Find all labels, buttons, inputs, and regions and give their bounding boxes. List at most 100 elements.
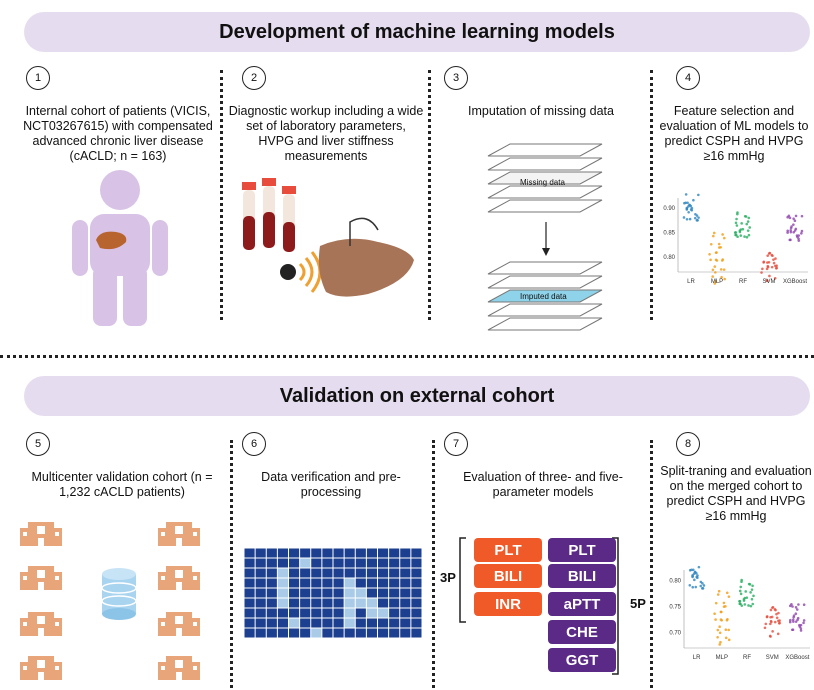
y-tick-label: 0.70 (669, 630, 681, 636)
data-point (712, 234, 715, 238)
data-point (714, 618, 717, 621)
data-point (726, 617, 729, 621)
heatmap-cell (322, 628, 333, 638)
heatmap-cell (355, 558, 366, 568)
hospitals-database-icon (20, 522, 200, 680)
data-point (743, 596, 747, 600)
five-parameter-label: 5P (630, 596, 646, 611)
data-point (724, 628, 728, 631)
heatmap-cell (389, 598, 400, 608)
heatmap-cell (400, 558, 411, 568)
data-point (708, 252, 711, 256)
data-point (721, 258, 725, 261)
data-point (739, 228, 743, 231)
data-point (727, 638, 731, 642)
data-point (796, 616, 800, 620)
data-point (765, 615, 769, 618)
five-param-bili: BILI (548, 564, 616, 588)
data-point (788, 620, 792, 624)
data-point (770, 265, 774, 269)
heatmap-cell (366, 568, 377, 578)
heatmap-cell (333, 558, 344, 568)
heatmap-cell (344, 578, 355, 588)
data-point (682, 216, 686, 219)
heatmap-cell (355, 548, 366, 558)
heatmap-cell (244, 608, 255, 618)
heatmap-cell (389, 578, 400, 588)
data-point (693, 578, 696, 582)
data-point (714, 601, 718, 605)
y-tick-label: 0.80 (669, 578, 681, 584)
heatmap-cell (322, 618, 333, 628)
data-point (776, 632, 780, 636)
heatmap-cell (378, 548, 389, 558)
heatmap-cell (244, 598, 255, 608)
heatmap-cell (389, 548, 400, 558)
step-7-text: Evaluation of three- and five-parameter … (463, 470, 623, 499)
heatmap-cell (366, 578, 377, 588)
data-point (712, 231, 716, 235)
step-8-number: 8 (676, 432, 700, 456)
heatmap-cell (378, 598, 389, 608)
heatmap-cell (411, 588, 422, 598)
data-point (802, 619, 806, 622)
heatmap-cell (366, 608, 377, 618)
heatmap-cell (300, 588, 311, 598)
heatmap-cell (366, 598, 377, 608)
heatmap-cell (333, 598, 344, 608)
data-point (696, 576, 699, 580)
divider-2-3 (428, 70, 431, 320)
heatmap-cell (277, 608, 288, 618)
heatmap-cell (411, 578, 422, 588)
data-point (718, 631, 722, 635)
data-point (795, 608, 799, 611)
data-point (747, 604, 750, 607)
heatmap-cell (411, 558, 422, 568)
data-point (711, 268, 715, 272)
data-point (789, 238, 792, 242)
data-point (725, 591, 729, 595)
data-point (739, 592, 743, 596)
heatmap-cell (300, 548, 311, 558)
heatmap-cell (300, 558, 311, 568)
data-point (797, 239, 801, 242)
heatmap-cell (344, 558, 355, 568)
data-point (724, 636, 728, 640)
data-point (741, 227, 745, 231)
heatmap-cell (400, 618, 411, 628)
heatmap-cell (322, 608, 333, 618)
data-point (747, 216, 751, 220)
data-point (767, 252, 771, 255)
data-point (690, 208, 694, 212)
step-6-text: Data verification and pre-processing (261, 470, 401, 499)
model-brackets (459, 537, 619, 675)
heatmap-cell (344, 588, 355, 598)
heatmap-cell (244, 628, 255, 638)
heatmap-cell (389, 618, 400, 628)
data-point (794, 612, 798, 616)
heatmap-cell (244, 578, 255, 588)
heatmap-cell (266, 548, 277, 558)
data-point (745, 235, 749, 239)
validation-title: Validation on external cohort (279, 384, 555, 407)
data-point (717, 242, 721, 246)
heatmap-cell (311, 548, 322, 558)
divider-5-6 (230, 440, 233, 688)
heatmap-cell (311, 618, 322, 628)
data-point (719, 618, 723, 621)
data-point (715, 251, 718, 254)
step-1-number: 1 (26, 66, 50, 90)
heatmap-cell (400, 568, 411, 578)
data-point (775, 266, 778, 270)
data-point (697, 193, 700, 197)
data-point (734, 221, 738, 225)
data-point (738, 589, 742, 593)
data-point (734, 233, 738, 237)
data-point (738, 599, 741, 603)
data-point (720, 275, 723, 279)
data-point (791, 628, 795, 632)
data-point (739, 602, 742, 606)
heatmap-cell (400, 548, 411, 558)
heatmap-cell (311, 598, 322, 608)
hospital-icon (158, 656, 200, 680)
